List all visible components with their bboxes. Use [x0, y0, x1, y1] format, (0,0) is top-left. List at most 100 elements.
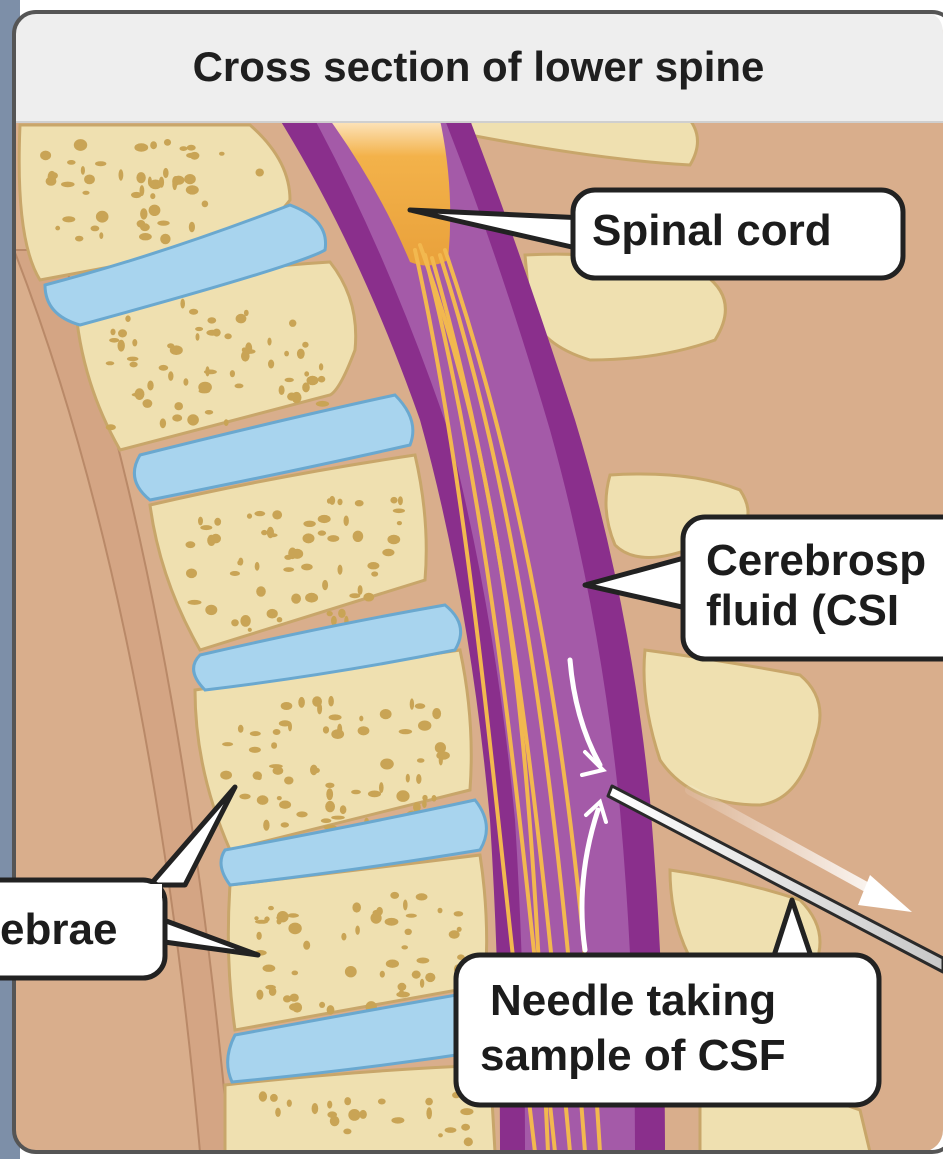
bone-spot: [416, 893, 428, 900]
bone-spot: [406, 774, 410, 783]
bone-spot: [75, 236, 83, 242]
bone-spot: [125, 315, 130, 322]
bone-spot: [67, 160, 76, 165]
bone-spot: [373, 910, 382, 916]
bone-spot: [196, 333, 200, 341]
bone-spot: [180, 146, 188, 151]
bone-spot: [418, 721, 431, 731]
bone-spot: [338, 565, 343, 575]
bone-spot: [425, 1098, 433, 1106]
bone-spot: [195, 327, 203, 331]
bone-spot: [422, 800, 427, 808]
bone-spot: [331, 729, 344, 739]
bone-spot: [279, 801, 291, 809]
bone-spot: [438, 908, 443, 914]
bone-spot: [303, 533, 315, 543]
bone-spot: [237, 560, 242, 565]
bone-spot: [134, 143, 148, 151]
bone-spot: [118, 329, 127, 337]
bone-spot: [118, 340, 125, 352]
bone-spot: [420, 979, 424, 988]
bone-spot: [378, 1099, 386, 1105]
bone-spot: [390, 892, 399, 899]
bone-spot: [130, 362, 138, 368]
bone-spot: [183, 378, 188, 386]
bone-spot: [96, 211, 109, 223]
bone-spot: [436, 751, 450, 760]
bone-spot: [99, 232, 103, 239]
bone-spot: [174, 402, 183, 410]
bone-spot: [269, 764, 283, 768]
bone-spot: [401, 945, 408, 949]
bone-spot: [172, 178, 177, 190]
bone-spot: [348, 1109, 360, 1121]
bone-spot: [343, 1129, 351, 1135]
bone-spot: [380, 709, 392, 719]
bone-spot: [186, 153, 197, 158]
bone-spot: [367, 562, 379, 569]
bone-spot: [119, 169, 124, 180]
bone-spot: [425, 973, 435, 982]
bone-spot: [270, 1094, 278, 1102]
bone-spot: [288, 548, 297, 560]
bone-spot: [325, 801, 335, 812]
bone-spot: [265, 985, 276, 990]
bone-spot: [296, 811, 307, 817]
bone-spot: [189, 309, 198, 315]
bone-spot: [277, 617, 283, 622]
bone-spot: [249, 747, 261, 753]
bone-spot: [211, 534, 221, 544]
bone-spot: [297, 349, 305, 359]
bone-spot: [170, 345, 183, 355]
bone-spot: [305, 593, 318, 603]
bone-spot: [327, 1111, 337, 1118]
bone-spot: [205, 605, 217, 615]
bone-spot: [81, 166, 85, 175]
bone-spot: [303, 521, 315, 527]
bone-spot: [235, 384, 244, 389]
bone-spot: [318, 530, 326, 535]
bone-spot: [353, 531, 364, 542]
bone-spot: [267, 609, 278, 619]
bone-spot: [243, 349, 255, 354]
bone-spot: [416, 774, 421, 784]
bone-spot: [380, 971, 385, 978]
bone-spot: [248, 628, 252, 632]
bone-spot: [199, 389, 211, 394]
bone-spot: [327, 1101, 332, 1109]
bone-spot: [254, 916, 258, 920]
bone-spot: [461, 1124, 470, 1131]
bone-spot: [222, 742, 233, 746]
bone-spot: [206, 330, 218, 336]
bone-spot: [398, 496, 403, 505]
bone-spot: [340, 805, 347, 814]
bone-spot: [268, 906, 274, 910]
bone-spot: [379, 782, 384, 793]
label-vertebrae: ebrae: [0, 904, 117, 957]
bone-spot: [355, 500, 364, 506]
bone-spot: [460, 1108, 473, 1115]
bone-spot: [55, 226, 60, 231]
bone-spot: [289, 320, 296, 327]
bone-spot: [76, 142, 81, 146]
bone-spot: [224, 333, 231, 339]
bone-spot: [422, 795, 427, 801]
bone-spot: [387, 535, 400, 544]
bone-spot: [327, 1005, 335, 1015]
bone-spot: [328, 696, 334, 707]
bone-spot: [91, 226, 100, 232]
bone-spot: [382, 549, 394, 556]
bone-spot: [287, 1100, 292, 1107]
bone-spot: [62, 216, 75, 222]
bone-spot: [385, 918, 399, 926]
bone-spot: [288, 923, 301, 935]
bone-spot: [439, 755, 443, 766]
bone-spot: [302, 342, 308, 348]
bone-spot: [160, 418, 166, 428]
bone-spot: [207, 317, 216, 323]
bone-spot: [352, 902, 361, 912]
bone-spot: [287, 913, 299, 917]
bone-spot: [399, 729, 412, 734]
bone-spot: [283, 567, 294, 572]
bone-spot: [289, 1003, 300, 1011]
